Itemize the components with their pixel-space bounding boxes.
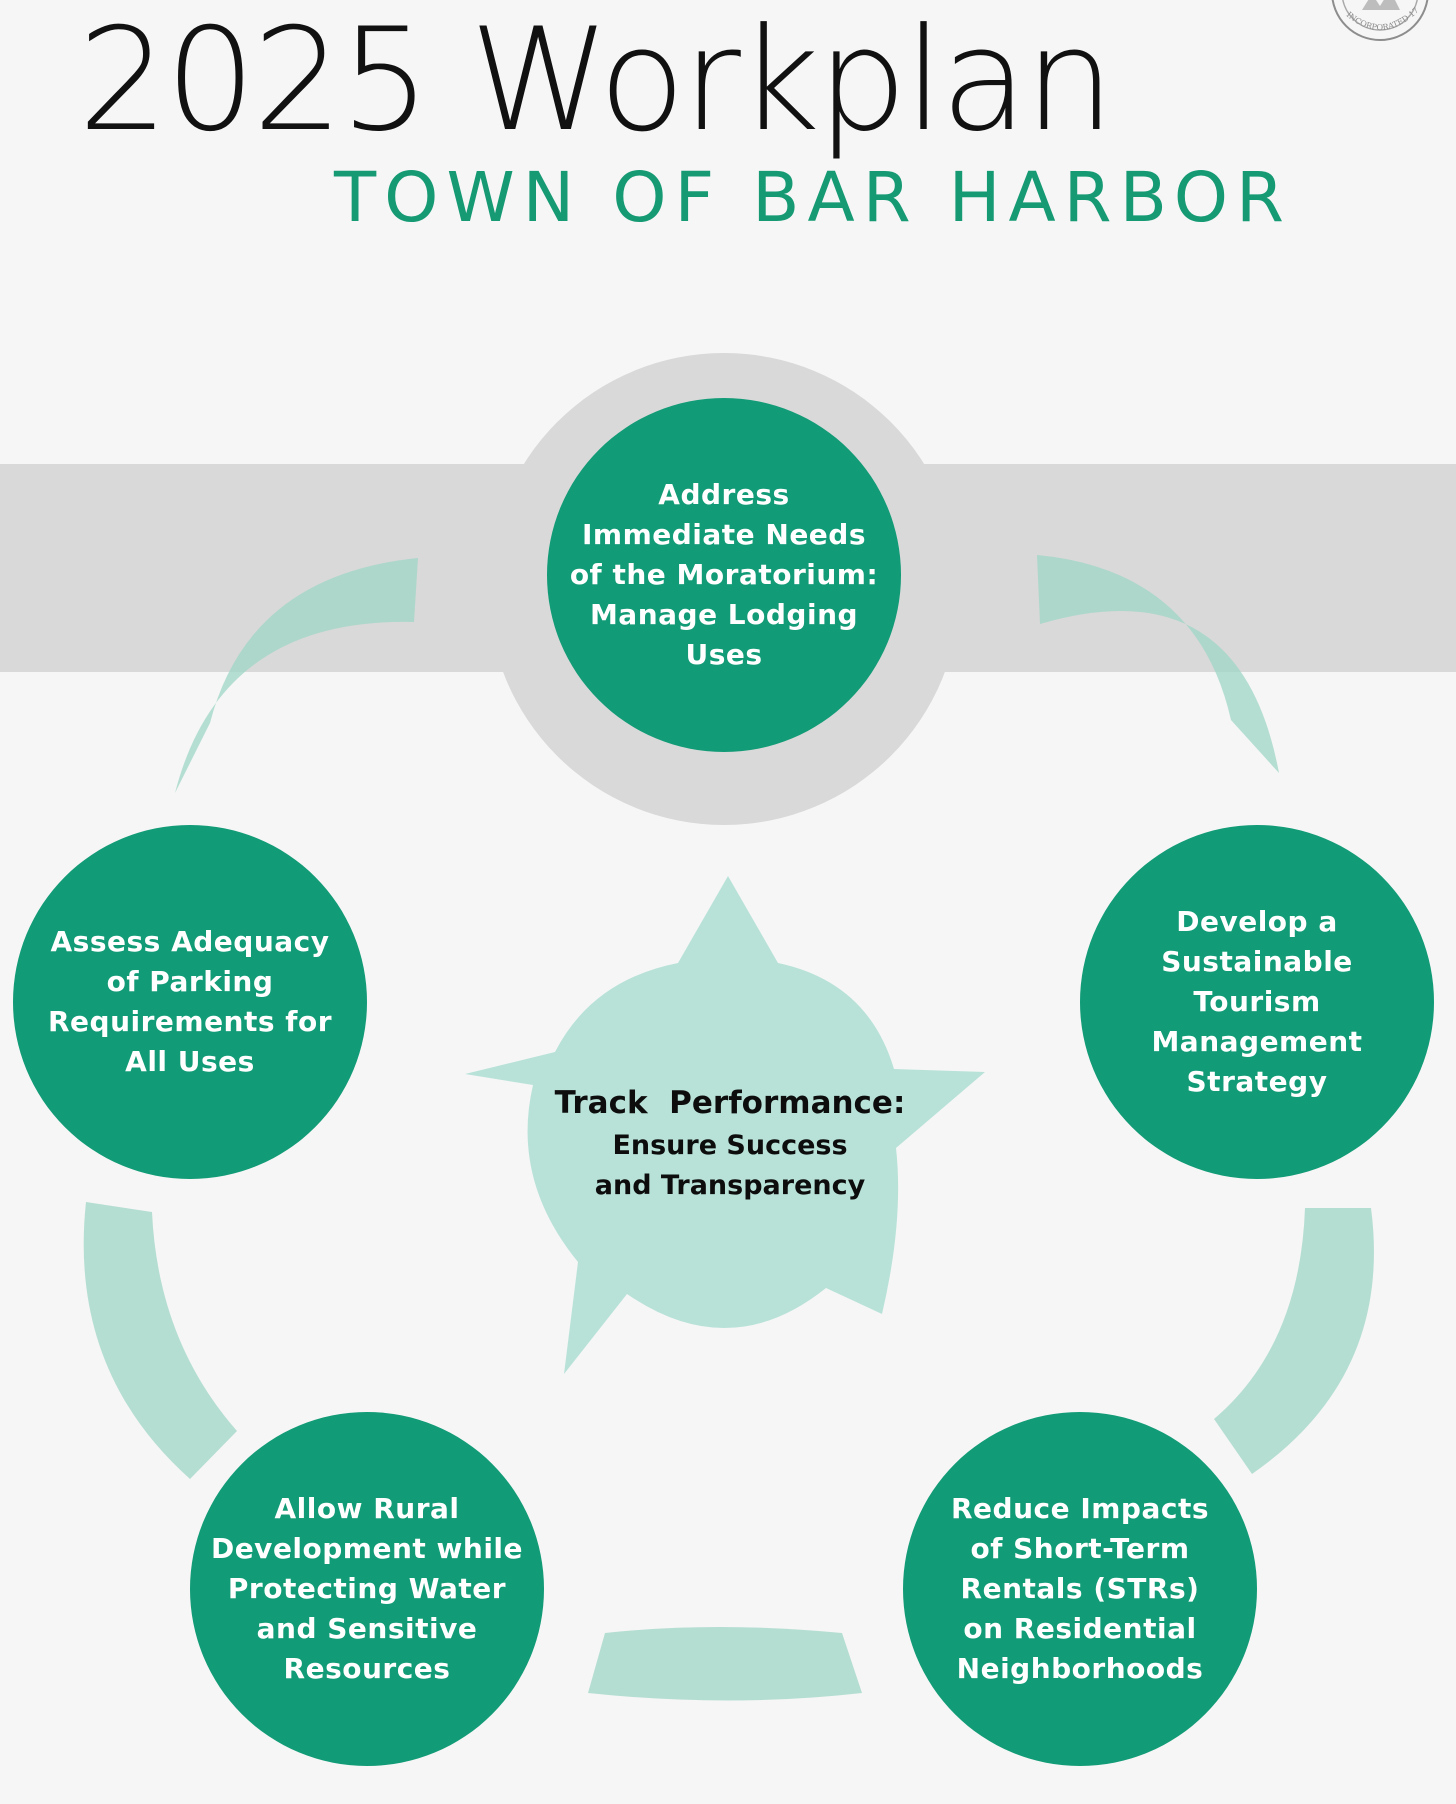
connector-arc-top-right [1037, 555, 1279, 773]
center-star-title: Track Performance: [554, 1085, 906, 1121]
town-seal-inner [1342, 0, 1418, 31]
connector-arcs [83, 555, 1374, 1701]
node-rural-development: Allow Rural Development while Protecting… [190, 1412, 544, 1766]
node-rural-development-label: Allow Rural Development while Protecting… [210, 1492, 524, 1685]
node-tourism-label: Develop a Sustainable Tourism Management… [1151, 905, 1363, 1098]
node-short-term-rentals: Reduce Impacts of Short-Term Rentals (ST… [903, 1412, 1257, 1766]
page-title: 2025 Workplan [78, 0, 1115, 163]
connector-arc-top-left [175, 558, 418, 793]
center-star-text: Track Performance: Ensure Success and Tr… [520, 1080, 940, 1206]
node-parking-label: Assess Adequacy of Parking Requirements … [47, 925, 333, 1078]
node-moratorium: Address Immediate Needs of the Moratoriu… [547, 398, 901, 752]
node-short-term-rentals-label: Reduce Impacts of Short-Term Rentals (ST… [950, 1492, 1210, 1685]
town-seal-outer [1331, 0, 1429, 41]
connector-arc-bottom [588, 1627, 862, 1701]
center-star-subtitle: Ensure Success and Transparency [594, 1130, 866, 1201]
node-parking: Assess Adequacy of Parking Requirements … [13, 825, 367, 1179]
connector-arc-left [83, 1202, 237, 1479]
center-star [465, 876, 985, 1374]
node-moratorium-label: Address Immediate Needs of the Moratoriu… [569, 478, 879, 671]
node-tourism: Develop a Sustainable Tourism Management… [1080, 825, 1434, 1179]
connector-arc-right [1214, 1208, 1374, 1474]
page-subtitle: TOWN OF BAR HARBOR [334, 158, 1292, 238]
town-seal-tree [1362, 0, 1400, 10]
